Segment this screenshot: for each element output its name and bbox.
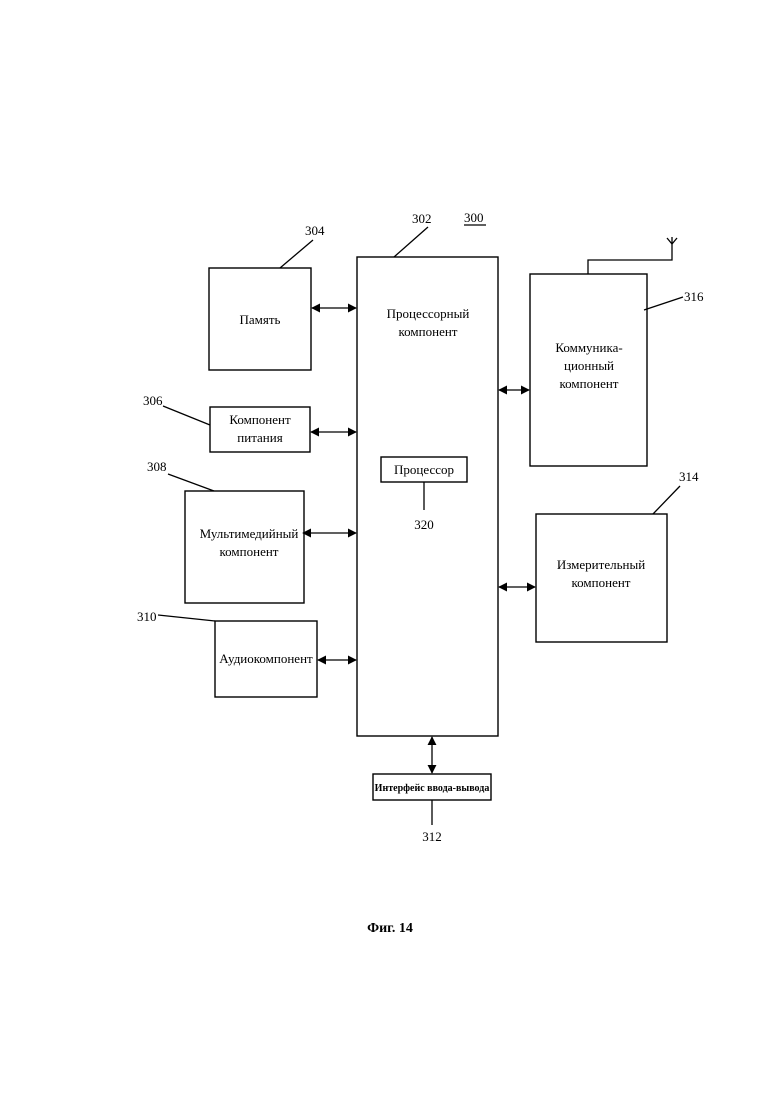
multimedia-leader [168, 474, 214, 491]
figure-number-label: 300 [464, 210, 484, 225]
audio-ref: 310 [137, 609, 157, 624]
power-ref: 306 [143, 393, 163, 408]
processor-component-ref: 302 [412, 211, 432, 226]
figure-caption: Фиг. 14 [367, 921, 413, 936]
power-label-line2: питания [237, 430, 282, 445]
io-interface-ref: 312 [422, 829, 442, 844]
processor-component-label-line1: Процессорный [387, 306, 470, 321]
io-interface-label: Интерфейс ввода-вывода [375, 783, 490, 794]
sensor-leader [653, 486, 680, 514]
multimedia-ref: 308 [147, 459, 167, 474]
antenna-icon [588, 237, 677, 274]
communication-label-line2: ционный [564, 358, 614, 373]
sensor-ref: 314 [679, 469, 699, 484]
processor-label: Процессор [394, 462, 454, 477]
audio-label: Аудиокомпонент [219, 651, 313, 666]
sensor-label-line1: Измерительный [557, 557, 645, 572]
multimedia-label-line2: компонент [220, 544, 279, 559]
communication-label-line1: Коммуника- [555, 340, 622, 355]
power-leader [163, 406, 210, 425]
memory-label: Память [240, 312, 281, 327]
memory-ref: 304 [305, 223, 325, 238]
communication-leader [644, 297, 683, 310]
communication-ref: 316 [684, 289, 704, 304]
audio-leader [158, 615, 215, 621]
memory-leader [280, 240, 313, 268]
power-label-line1: Компонент [229, 412, 291, 427]
processor-component-leader [394, 227, 428, 257]
multimedia-label-line1: Мультимедийный [200, 526, 299, 541]
sensor-label-line2: компонент [572, 575, 631, 590]
communication-label-line3: компонент [560, 376, 619, 391]
processor-ref: 320 [414, 517, 434, 532]
processor-component-label-line2: компонент [399, 324, 458, 339]
